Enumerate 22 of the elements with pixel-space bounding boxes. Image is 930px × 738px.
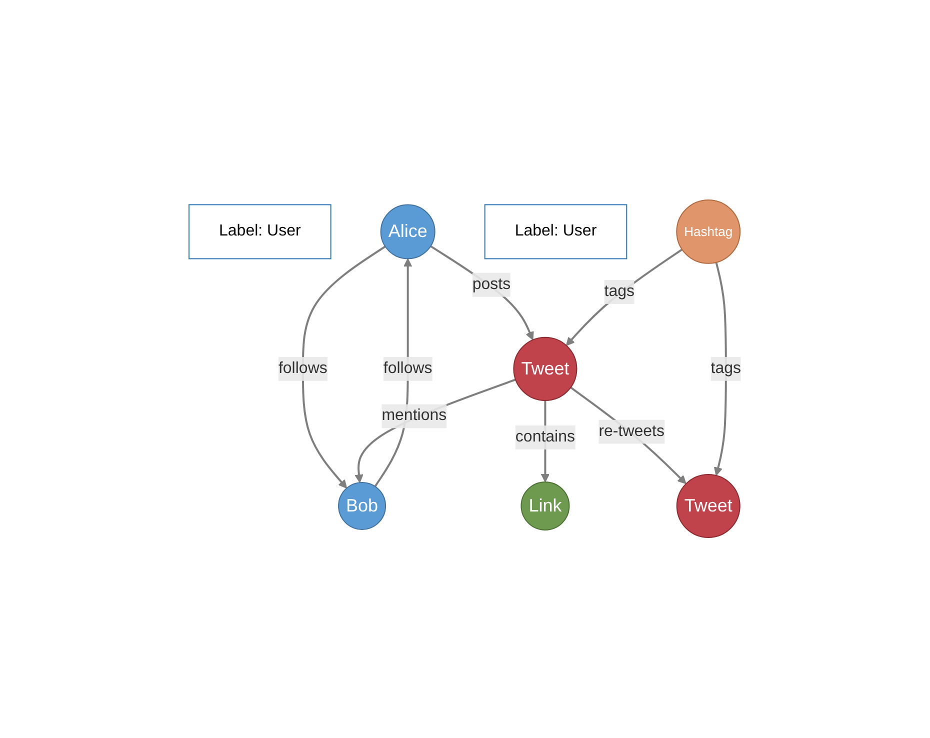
edge-label: re-tweets (598, 423, 664, 440)
node-box: Label: User (188, 204, 332, 260)
edge-label: tags (710, 360, 742, 378)
node-circle: Hashtag (676, 200, 741, 264)
arrow (430, 246, 534, 341)
arrow (714, 262, 727, 476)
arrow (354, 378, 516, 484)
arrow (302, 246, 386, 489)
edge-label: contains (515, 428, 575, 446)
node-circle: Alice (380, 204, 436, 260)
node-circle: Link (520, 482, 570, 531)
node-circle: Tweet (676, 474, 740, 538)
arrow (566, 248, 683, 346)
node-circle: Tweet (513, 337, 578, 402)
node-box: Label: User (484, 204, 628, 260)
node-circle: Bob (338, 482, 386, 530)
edge-label: tags (604, 283, 634, 300)
arrow (570, 386, 686, 484)
edge-label: posts (472, 276, 511, 294)
edge-label: follows (278, 360, 328, 378)
edge-label: mentions (382, 407, 447, 424)
edge-label: follows (383, 360, 432, 378)
